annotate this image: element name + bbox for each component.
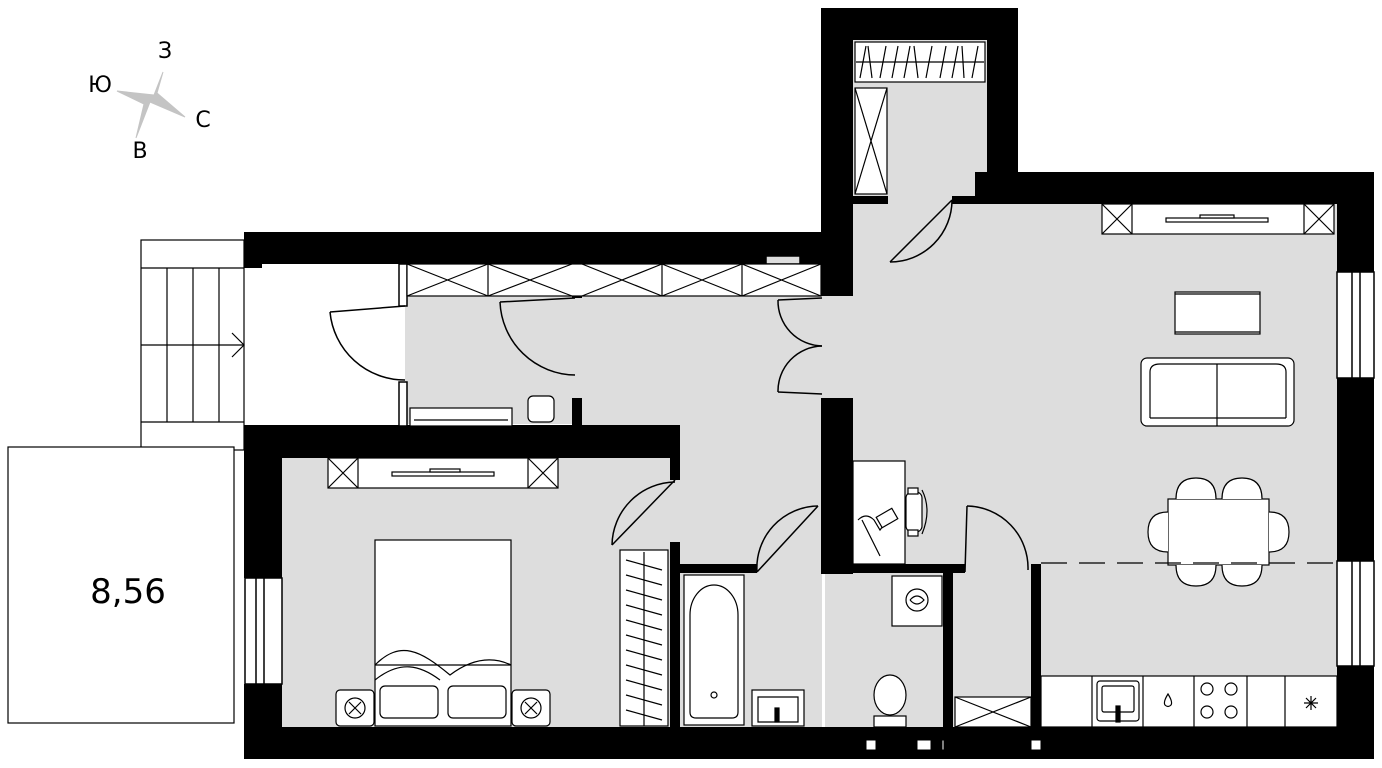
kitchen-counter — [1040, 675, 1338, 728]
living-furniture — [1041, 291, 1337, 587]
water-drop-icon — [1163, 692, 1173, 708]
entrance-jamb-top — [398, 263, 408, 307]
sofa — [1140, 357, 1295, 427]
desk — [852, 460, 906, 565]
wall-bedroom-stub — [670, 458, 680, 480]
wall-hall-top — [244, 232, 826, 264]
closet-wardrobe-side — [854, 87, 888, 195]
wall-closet-top — [821, 8, 1018, 40]
toilet-door — [964, 505, 1029, 573]
entrance-door — [329, 305, 406, 381]
toilet-bowl — [873, 674, 907, 716]
hall-bench — [409, 407, 513, 427]
terrace: 8,56 — [7, 446, 235, 724]
entrance-jamb-bottom — [398, 381, 408, 427]
toilet-tank — [873, 715, 907, 728]
dining-chair-5 — [1147, 511, 1169, 553]
entrance-stairs — [140, 239, 245, 451]
wall-left-top-stub — [244, 232, 262, 268]
kitchen — [1040, 675, 1338, 728]
window-living-top — [1336, 271, 1375, 379]
pillow-left — [379, 685, 439, 719]
wall-bottom — [244, 727, 1374, 759]
wall-closet-left — [821, 8, 853, 296]
walls — [244, 8, 1374, 759]
wall-toilet-top — [853, 564, 965, 573]
window-bedroom — [244, 577, 283, 685]
bedroom-closet-top — [327, 457, 559, 489]
living-closet-top — [1101, 203, 1335, 235]
washing-machine-drum-icon — [905, 588, 929, 612]
dining-chair-1 — [1175, 477, 1217, 500]
study-desk — [852, 460, 943, 627]
coffee-table — [1174, 291, 1261, 335]
wall-bath-top — [677, 564, 757, 573]
pillow-right — [447, 685, 507, 719]
stairs-direction-arrow-icon — [231, 332, 245, 358]
wall-living-left — [821, 398, 853, 574]
toilet-fixtures — [873, 674, 1032, 728]
wall-closet-bottom-b — [952, 196, 976, 204]
compass-label-west: Ю — [88, 73, 112, 98]
desk-lamp-icon — [857, 515, 893, 557]
compass: З Ю С В — [88, 39, 211, 164]
hall-pouf — [527, 395, 555, 423]
hall-wardrobe — [406, 263, 822, 297]
hall-inner-door — [499, 297, 576, 376]
cooktop — [1200, 682, 1238, 719]
wall-living-top — [975, 172, 1374, 204]
compass-star-icon — [116, 71, 186, 139]
wall-bath-left — [670, 542, 680, 728]
wall-kitchen-left — [1031, 564, 1041, 728]
wall-toilet-right — [943, 573, 953, 728]
wall-hall-partition-b — [572, 398, 582, 426]
desk-chair — [905, 487, 928, 537]
dining-table-set — [1147, 477, 1290, 587]
compass-label-south: В — [132, 139, 147, 164]
living-double-door — [777, 297, 823, 395]
terrace-outline — [7, 446, 235, 724]
wall-hall-bottom — [244, 425, 680, 458]
kitchen-sink — [1096, 680, 1140, 723]
dining-chair-6 — [1268, 511, 1290, 553]
vent-hall — [765, 255, 801, 265]
dining-chair-2 — [1221, 477, 1263, 500]
bathroom-door — [756, 505, 819, 573]
compass-label-north: З — [158, 39, 172, 64]
windows — [244, 255, 1375, 751]
compass-label-east: С — [195, 108, 210, 133]
terrace-area-label: 8,56 — [90, 572, 166, 612]
wall-right-b — [1337, 378, 1374, 561]
vents-bottom — [865, 739, 1042, 751]
bathroom-fixtures — [683, 574, 805, 727]
wall-closet-right — [987, 8, 1018, 204]
wall-closet-bottom-a — [853, 196, 888, 204]
hall-furniture — [409, 395, 555, 427]
snowflake-icon — [1304, 696, 1318, 710]
closet-door — [889, 199, 953, 263]
bedroom-furniture — [335, 539, 551, 727]
closet-shelf-top — [854, 41, 986, 83]
wall-right-c — [1337, 666, 1374, 759]
dining-chair-3 — [1175, 564, 1217, 587]
dining-chair-4 — [1221, 564, 1263, 587]
bedroom-wardrobe — [619, 549, 669, 727]
dining-table — [1167, 498, 1270, 566]
wall-bedroom-left-a — [244, 425, 282, 578]
window-living-bottom — [1336, 560, 1375, 667]
doors — [329, 199, 1029, 573]
bedroom-door — [611, 479, 676, 546]
